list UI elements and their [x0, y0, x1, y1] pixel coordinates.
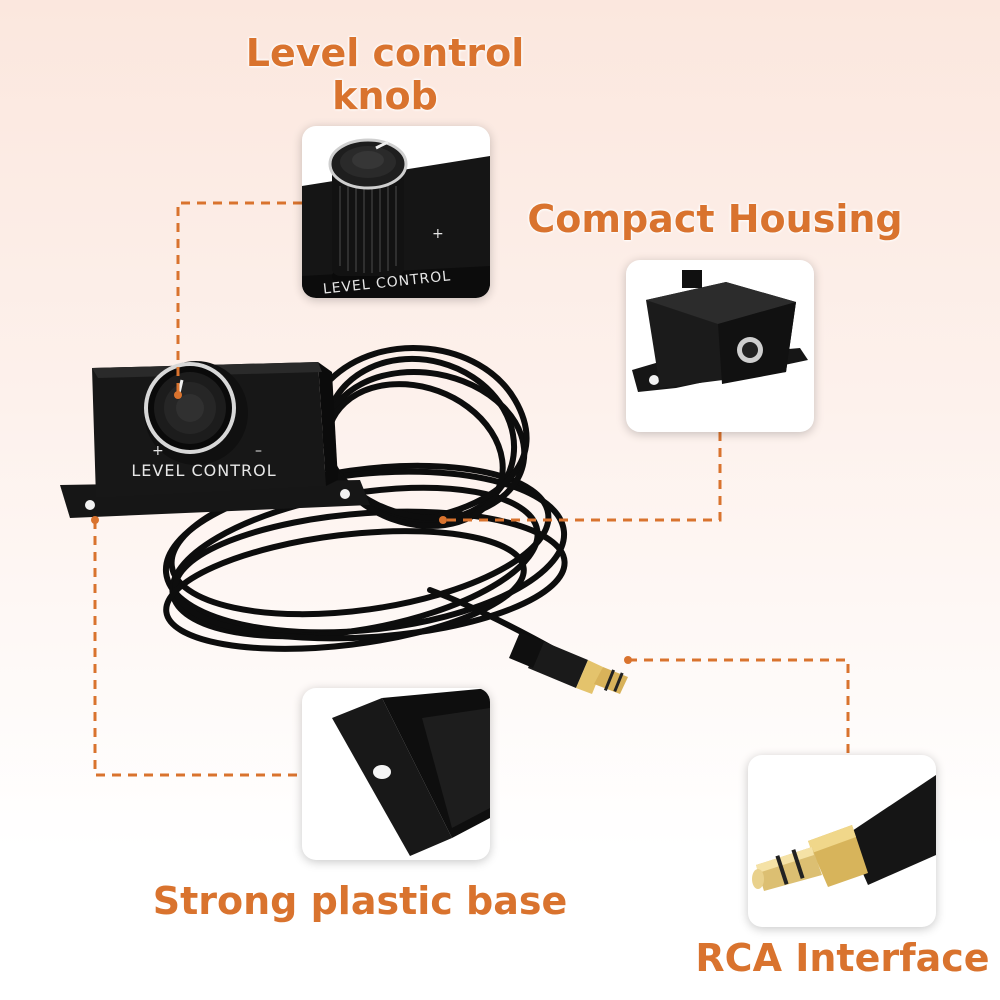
label-compact-housing: Compact Housing: [527, 197, 903, 241]
leader-dot-knob: [174, 391, 182, 399]
label-level-control-knob: Level control knob: [245, 31, 525, 118]
label-strong-plastic-base: Strong plastic base: [152, 879, 568, 923]
main-device-text: LEVEL CONTROL: [131, 461, 276, 480]
leader-dot-housing: [439, 516, 447, 524]
leader-base: [93, 520, 302, 777]
main-device-minus: –: [255, 443, 262, 459]
leader-knob: [176, 201, 302, 392]
leader-dot-base: [91, 516, 99, 524]
leader-rca: [628, 658, 850, 755]
inset-rca-closeup: [748, 755, 936, 927]
leader-dot-rca: [624, 656, 632, 664]
main-plug: [509, 632, 628, 694]
main-device-plus: +: [152, 443, 164, 459]
inset-device-plus: +: [432, 226, 444, 242]
label-rca-interface: RCA Interface: [695, 936, 990, 980]
leader-housing: [445, 432, 722, 522]
main-knob: [144, 361, 248, 465]
inset-housing-closeup: [626, 260, 814, 432]
inset-knob-closeup: LEVEL CONTROL +: [302, 126, 490, 298]
inset-base-closeup: [302, 688, 490, 860]
